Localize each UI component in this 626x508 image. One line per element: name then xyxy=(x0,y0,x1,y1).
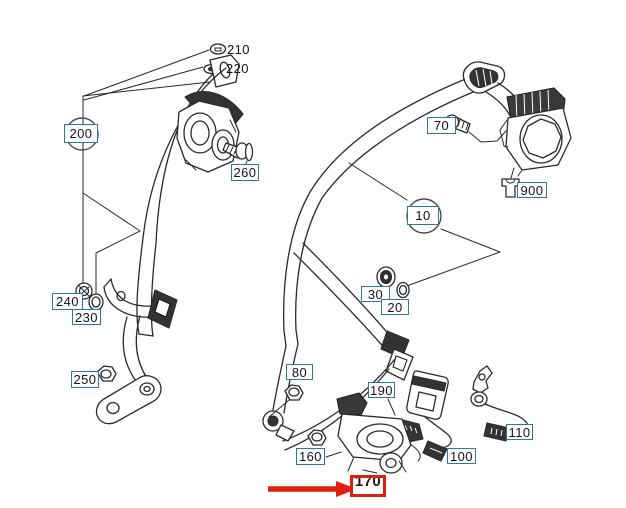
part-drawing-240-nut xyxy=(75,282,93,300)
callout-10-leader-lines xyxy=(348,162,501,288)
callout-80[interactable]: 80 xyxy=(286,364,313,380)
callout-220: 220 xyxy=(226,61,249,76)
left-belt-tongue xyxy=(147,289,178,329)
callout-250[interactable]: 250 xyxy=(71,371,99,388)
part-drawing-30-washer xyxy=(376,266,396,288)
callout-100[interactable]: 100 xyxy=(447,448,476,464)
callout-170-label: 170 xyxy=(354,475,382,490)
part-drawing-260-screw xyxy=(222,142,254,167)
left-retractor-drawing xyxy=(176,91,244,173)
callout-200[interactable]: 200 xyxy=(64,124,98,143)
part-drawing-80-nut xyxy=(268,384,304,418)
part-drawing-900-clip xyxy=(501,167,520,198)
highlight-arrow xyxy=(268,481,357,497)
callout-190[interactable]: 190 xyxy=(368,382,395,398)
callout-20[interactable]: 20 xyxy=(381,299,409,315)
part-drawing-250-anchor-plate xyxy=(95,365,162,425)
callout-160[interactable]: 160 xyxy=(296,448,325,465)
right-belt-anchor xyxy=(262,410,295,442)
left-belt-top-anchor xyxy=(209,54,240,88)
right-lower-strap xyxy=(272,343,299,414)
part-drawing-20-ring xyxy=(396,281,410,299)
part-drawing-160-pretensioner xyxy=(307,392,421,474)
callout-110[interactable]: 110 xyxy=(506,424,533,440)
left-pillar-outline xyxy=(82,49,211,294)
callout-10[interactable]: 10 xyxy=(407,206,439,225)
callout-30[interactable]: 30 xyxy=(361,286,390,302)
left-lower-strap xyxy=(122,315,148,382)
callout-70[interactable]: 70 xyxy=(427,117,456,134)
callout-230[interactable]: 230 xyxy=(72,309,101,325)
callout-260[interactable]: 260 xyxy=(231,164,259,181)
callout-170-highlighted[interactable]: 170 xyxy=(350,475,386,497)
right-retractor-drawing xyxy=(499,87,572,177)
right-belt-guide xyxy=(462,61,506,94)
part-drawing-100-buckle xyxy=(406,370,452,462)
callout-240[interactable]: 240 xyxy=(52,293,83,310)
right-belt-tongue xyxy=(380,330,414,381)
part-drawing-210-grommet xyxy=(209,43,227,55)
callout-210: 210 xyxy=(227,42,250,57)
callout-900[interactable]: 900 xyxy=(517,182,547,198)
right-frame-band xyxy=(283,73,489,347)
part-drawing-230-ring xyxy=(88,293,104,311)
